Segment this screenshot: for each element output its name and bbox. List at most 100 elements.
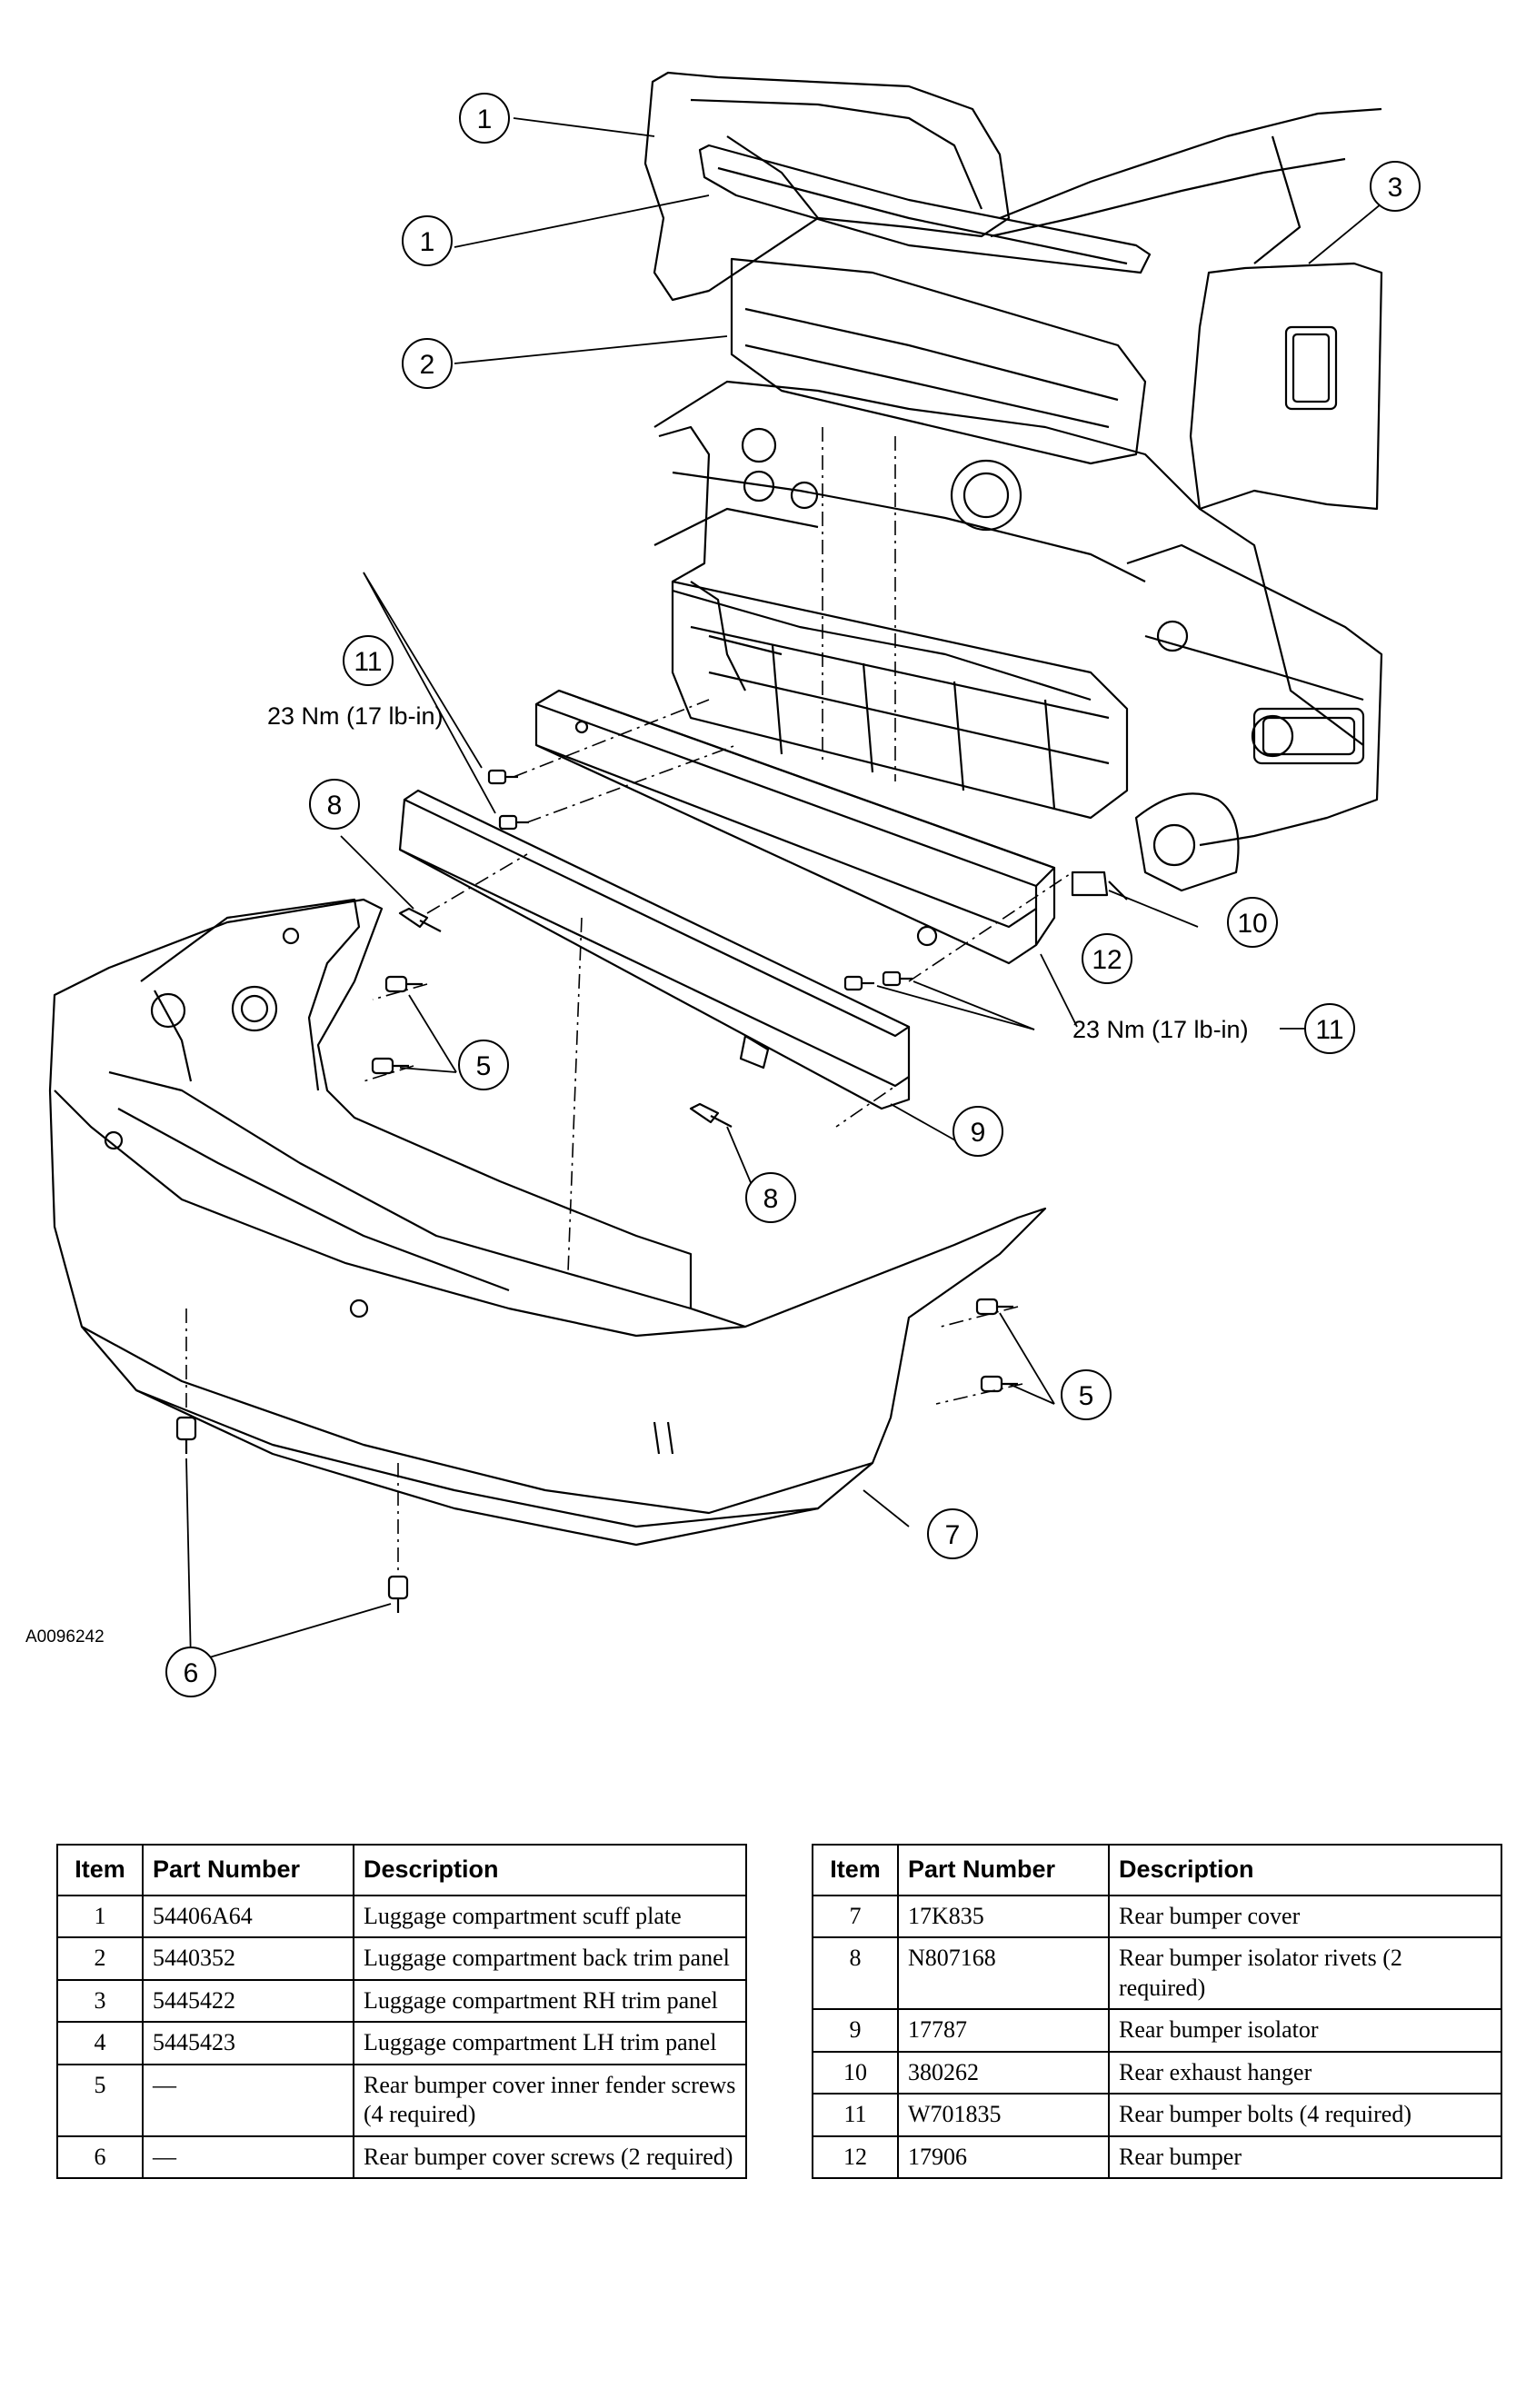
description-cell: Luggage compartment back trim panel xyxy=(353,1936,747,1981)
screw-icon xyxy=(387,1575,409,1613)
svg-text:6: 6 xyxy=(184,1658,199,1688)
alignment-lines xyxy=(185,427,1073,1572)
table-row: 6—Rear bumper cover screws (2 required) xyxy=(56,2134,747,2180)
table-header-row: Item Part Number Description xyxy=(56,1844,747,1896)
description-cell: Rear bumper cover screws (2 required) xyxy=(353,2134,747,2180)
rear-bumper-drawing xyxy=(534,689,1056,965)
screw-icon xyxy=(975,1298,1013,1316)
callout-11-right: 11 xyxy=(1304,1003,1355,1054)
svg-text:7: 7 xyxy=(945,1520,961,1550)
callout-5-lower: 5 xyxy=(1061,1369,1112,1420)
callout-8-lower: 8 xyxy=(745,1172,796,1223)
header-part-number: Part Number xyxy=(897,1844,1110,1896)
callout-5-upper: 5 xyxy=(458,1040,509,1090)
item-cell: 3 xyxy=(56,1978,144,2024)
description-cell: Rear bumper isolator xyxy=(1108,2008,1502,2053)
bolt-icon xyxy=(498,814,529,831)
part-number-cell: W701835 xyxy=(897,2093,1110,2137)
item-cell: 11 xyxy=(812,2093,899,2137)
svg-text:1: 1 xyxy=(420,227,435,257)
callout-10: 10 xyxy=(1227,897,1278,948)
header-description: Description xyxy=(353,1844,747,1896)
bolt-icon xyxy=(843,975,874,991)
bolt-icon xyxy=(882,970,913,987)
rear-bumper-cover-drawing xyxy=(48,898,1047,1547)
item-cell: 1 xyxy=(56,1894,144,1939)
part-number-cell: 5445422 xyxy=(142,1978,354,2024)
item-cell: 9 xyxy=(812,2008,899,2053)
svg-text:9: 9 xyxy=(971,1118,986,1148)
svg-text:11: 11 xyxy=(354,647,382,677)
description-cell: Luggage compartment LH trim panel xyxy=(353,2021,747,2065)
part-number-cell: 54406A64 xyxy=(142,1894,354,1939)
callout-11-upper: 11 xyxy=(343,635,394,686)
screw-icon xyxy=(980,1375,1018,1393)
screw-icon xyxy=(175,1416,197,1454)
svg-text:5: 5 xyxy=(1079,1381,1094,1411)
screw-icon xyxy=(371,1057,409,1075)
item-cell: 4 xyxy=(56,2021,144,2065)
description-cell: Rear bumper cover xyxy=(1108,1894,1502,1939)
svg-text:8: 8 xyxy=(327,791,343,821)
table-row: 5—Rear bumper cover inner fender screws … xyxy=(56,2063,747,2137)
svg-text:1: 1 xyxy=(477,104,493,134)
svg-text:8: 8 xyxy=(763,1184,779,1214)
fasteners xyxy=(175,769,1018,1613)
item-cell: 6 xyxy=(56,2134,144,2180)
description-cell: Rear bumper bolts (4 required) xyxy=(1108,2093,1502,2137)
item-cell: 7 xyxy=(812,1894,899,1939)
item-cell: 5 xyxy=(56,2063,144,2137)
callout-9: 9 xyxy=(953,1106,1003,1157)
part-number-cell: 17K835 xyxy=(897,1894,1110,1939)
svg-text:11: 11 xyxy=(1315,1015,1343,1045)
part-number-cell: 5440352 xyxy=(142,1936,354,1981)
leader-lines xyxy=(185,117,1387,1664)
svg-text:3: 3 xyxy=(1388,173,1403,203)
exploded-view-diagram: 1 1 2 3 11 8 10 12 11 5 9 8 5 7 6 23 Nm … xyxy=(48,71,1421,1697)
rivet-icon xyxy=(398,907,442,932)
figure-id: A0096242 xyxy=(25,1627,105,1647)
description-cell: Luggage compartment scuff plate xyxy=(353,1894,747,1939)
callouts: 1 1 2 3 11 8 10 12 11 5 9 8 5 7 6 xyxy=(165,93,1421,1697)
item-cell: 2 xyxy=(56,1936,144,1981)
callout-8-upper: 8 xyxy=(309,779,360,830)
table-header-row: Item Part Number Description xyxy=(812,1844,1502,1896)
svg-text:10: 10 xyxy=(1237,909,1267,939)
item-cell: 10 xyxy=(812,2050,899,2095)
callout-12: 12 xyxy=(1082,933,1132,984)
svg-text:2: 2 xyxy=(420,350,435,380)
description-cell: Rear bumper cover inner fender screws (4… xyxy=(353,2063,747,2137)
bolt-icon xyxy=(487,769,518,785)
callout-7: 7 xyxy=(927,1508,978,1559)
svg-text:12: 12 xyxy=(1092,945,1122,975)
description-cell: Luggage compartment RH trim panel xyxy=(353,1978,747,2024)
callout-3: 3 xyxy=(1370,161,1421,212)
part-number-cell: 17906 xyxy=(897,2134,1110,2180)
callout-1: 1 xyxy=(402,215,453,266)
header-description: Description xyxy=(1108,1844,1502,1896)
part-number-cell: N807168 xyxy=(897,1936,1110,2011)
rivet-icon xyxy=(689,1102,733,1128)
callout-2: 2 xyxy=(402,338,453,389)
part-number-cell: — xyxy=(142,2063,354,2137)
screw-icon xyxy=(384,975,423,993)
item-cell: 8 xyxy=(812,1936,899,2011)
header-item: Item xyxy=(812,1844,899,1896)
vehicle-body-drawing xyxy=(643,71,1383,901)
item-cell: 12 xyxy=(812,2134,899,2180)
callout-6: 6 xyxy=(165,1647,216,1697)
svg-text:5: 5 xyxy=(476,1051,492,1081)
torque-label-upper: 23 Nm (17 lb-in) xyxy=(267,702,444,730)
